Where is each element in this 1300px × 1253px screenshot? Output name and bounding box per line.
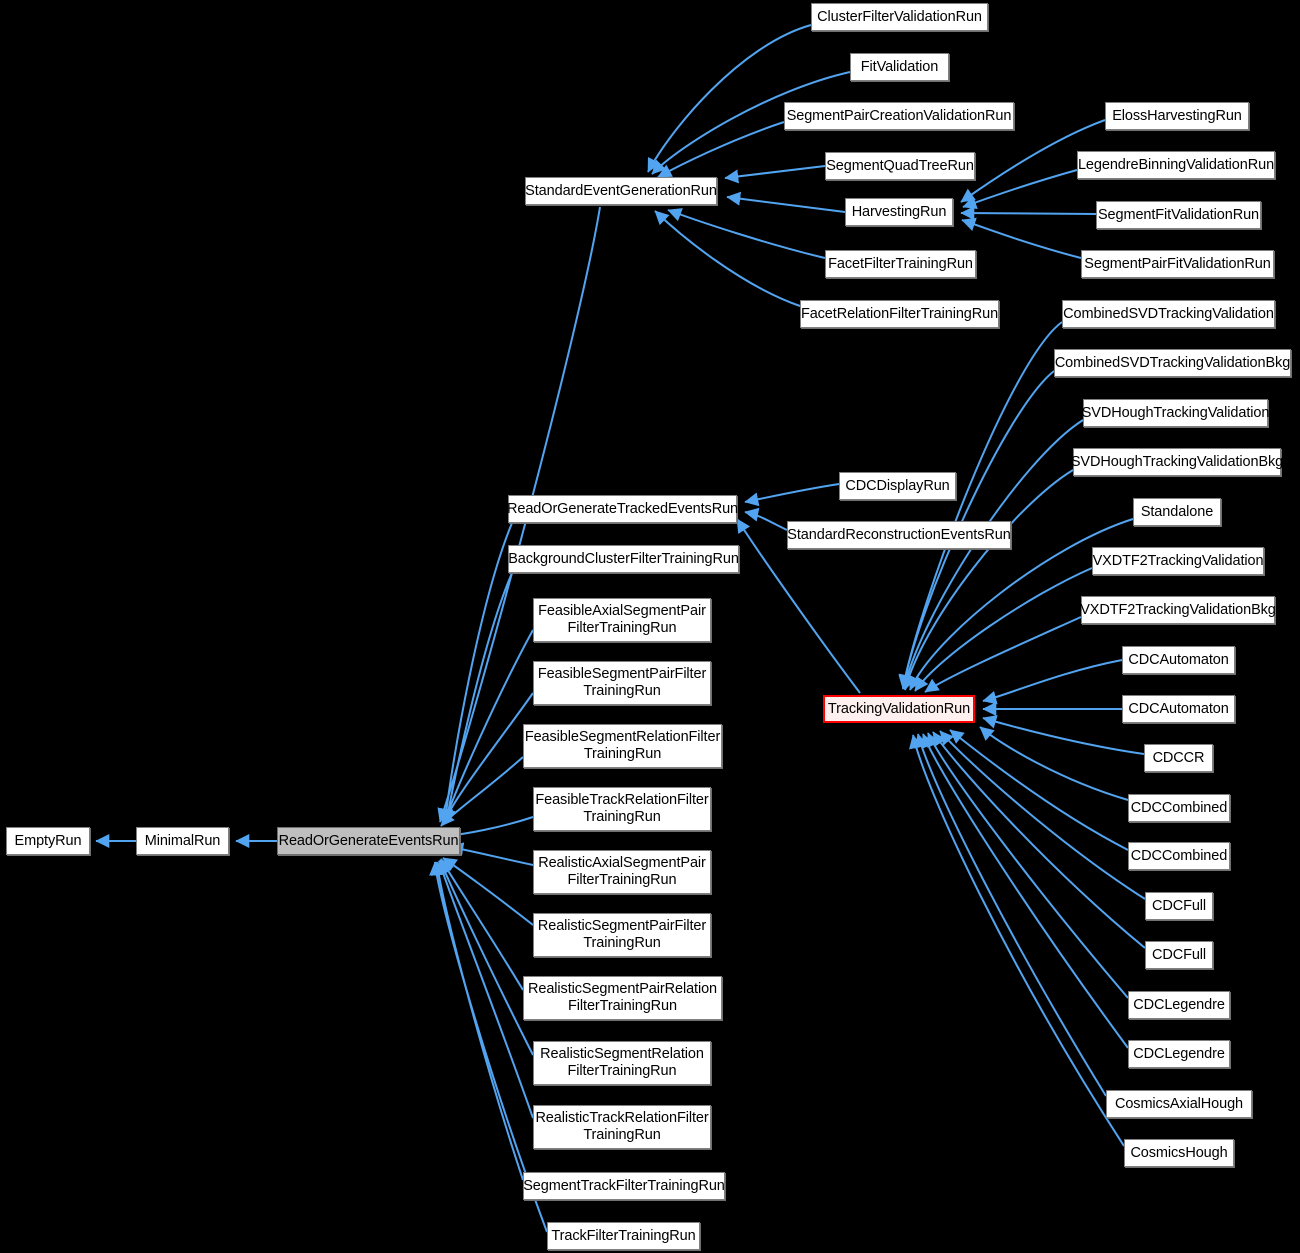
class-node-feasibleaxialsegmentpairfiltertrainingrun[interactable]: FeasibleAxialSegmentPair FilterTrainingR… xyxy=(533,598,711,642)
class-node-trackingvalidationrun[interactable]: TrackingValidationRun xyxy=(823,695,975,723)
edge-n31-to-n30 xyxy=(898,321,1063,689)
edge-n25-to-n2 xyxy=(440,858,524,991)
edge-n17-to-n15 xyxy=(744,507,788,531)
edge-n21-to-n2 xyxy=(440,756,524,827)
edge-n43-to-n30 xyxy=(939,730,1146,900)
class-node-segmentfitvalidationrun[interactable]: SegmentFitValidationRun xyxy=(1096,201,1261,229)
class-node-readorgeneratetrackedeventsrun[interactable]: ReadOrGenerateTrackedEventsRun xyxy=(507,495,738,523)
class-node-realisticsegmentpairfiltertrainingrun[interactable]: RealisticSegmentPairFilter TrainingRun xyxy=(533,913,711,957)
edge-n24-to-n2 xyxy=(442,857,534,926)
class-node-combinedsvdtrackingvalidation[interactable]: CombinedSVDTrackingValidation xyxy=(1062,300,1275,328)
class-node-cosmicshough[interactable]: CosmicsHough xyxy=(1124,1139,1234,1167)
class-node-cdcfull[interactable]: CDCFull xyxy=(1145,892,1213,920)
edge-n12-to-n8 xyxy=(962,169,1078,210)
class-node-segmenttrackfiltertrainingrun[interactable]: SegmentTrackFilterTrainingRun xyxy=(523,1172,725,1200)
edge-n45-to-n30 xyxy=(927,732,1129,999)
class-node-cdccr[interactable]: CDCCR xyxy=(1144,744,1213,772)
class-node-cdcautomaton[interactable]: CDCAutomaton xyxy=(1122,646,1235,674)
class-node-fitvalidation[interactable]: FitValidation xyxy=(850,53,949,81)
class-node-cdccombined[interactable]: CDCCombined xyxy=(1128,794,1230,822)
edge-n9-to-n3 xyxy=(667,208,826,259)
class-node-standalone[interactable]: Standalone xyxy=(1133,498,1221,526)
class-node-cdcautomaton[interactable]: CDCAutomaton xyxy=(1122,695,1235,723)
class-node-emptyrun[interactable]: EmptyRun xyxy=(6,827,90,855)
edge-n7-to-n3 xyxy=(724,165,826,184)
edge-n48-to-n30 xyxy=(909,734,1125,1147)
class-node-minimalrun[interactable]: MinimalRun xyxy=(136,827,229,855)
class-node-cdclegendre[interactable]: CDCLegendre xyxy=(1128,991,1230,1019)
edge-n26-to-n2 xyxy=(438,859,534,1056)
edge-n15-to-n2 xyxy=(439,522,513,823)
edge-n19-to-n2 xyxy=(441,629,534,825)
class-node-feasibletrackrelationfiltertrainingrun[interactable]: FeasibleTrackRelationFilter TrainingRun xyxy=(533,787,711,831)
class-node-standardeventgenerationrun[interactable]: StandardEventGenerationRun xyxy=(525,177,717,205)
class-node-feasiblesegmentpairfiltertrainingrun[interactable]: FeasibleSegmentPairFilter TrainingRun xyxy=(533,661,711,705)
edge-n27-to-n2 xyxy=(436,860,534,1119)
class-node-realisticsegmentpairrelationfiltertrainingrun[interactable]: RealisticSegmentPairRelation FilterTrain… xyxy=(523,976,722,1020)
class-node-svdhoughtrackingvalidation[interactable]: SVDHoughTrackingValidation xyxy=(1082,399,1269,427)
edge-n23-to-n2 xyxy=(449,842,534,866)
edge-n18-to-n2 xyxy=(441,572,513,824)
class-node-standardreconstructioneventsrun[interactable]: StandardReconstructionEventsRun xyxy=(787,521,1011,549)
class-node-legendrebinningvalidationrun[interactable]: LegendreBinningValidationRun xyxy=(1077,151,1275,179)
class-node-realistictrackrelationfiltertrainingrun[interactable]: RealisticTrackRelationFilter TrainingRun xyxy=(533,1105,711,1149)
class-node-readorgenerateeventsrun[interactable]: ReadOrGenerateEventsRun xyxy=(277,827,460,855)
class-node-realisticsegmentrelationfiltertrainingrun[interactable]: RealisticSegmentRelation FilterTrainingR… xyxy=(533,1041,711,1085)
edge-n46-to-n30 xyxy=(921,733,1129,1049)
class-node-facetfiltertrainingrun[interactable]: FacetFilterTrainingRun xyxy=(825,250,976,278)
class-node-segmentpairfitvalidationrun[interactable]: SegmentPairFitValidationRun xyxy=(1081,250,1274,278)
edge-n41-to-n30 xyxy=(979,726,1129,801)
class-node-cosmicsaxialhough[interactable]: CosmicsAxialHough xyxy=(1106,1090,1252,1118)
class-node-cdcdisplayrun[interactable]: CDCDisplayRun xyxy=(839,472,956,500)
edge-n38-to-n30 xyxy=(982,659,1123,705)
edge-n6-to-n3 xyxy=(657,121,785,178)
edge-n8-to-n3 xyxy=(726,191,846,213)
edge-n40-to-n30 xyxy=(982,715,1145,755)
edge-n42-to-n30 xyxy=(949,729,1129,851)
edge-n36-to-n30 xyxy=(914,567,1093,692)
class-node-trackfiltertrainingrun[interactable]: TrackFilterTrainingRun xyxy=(547,1222,700,1250)
edge-n16-to-n15 xyxy=(744,483,840,507)
class-node-segmentpaircreationvalidationrun[interactable]: SegmentPairCreationValidationRun xyxy=(784,102,1014,130)
edge-n28-to-n2 xyxy=(431,861,524,1181)
edge-n14-to-n8 xyxy=(961,217,1082,259)
edge-n4-to-n3 xyxy=(647,24,812,173)
class-node-facetrelationfiltertrainingrun[interactable]: FacetRelationFilterTrainingRun xyxy=(800,300,999,328)
class-node-cdclegendre[interactable]: CDCLegendre xyxy=(1128,1040,1230,1068)
edge-n10-to-n3 xyxy=(654,210,801,307)
class-node-cdcfull[interactable]: CDCFull xyxy=(1145,941,1213,969)
class-node-vxdtf2trackingvalidation[interactable]: VXDTF2TrackingValidation xyxy=(1092,547,1264,575)
edge-n33-to-n30 xyxy=(899,419,1084,690)
class-node-clusterfiltervalidationrun[interactable]: ClusterFilterValidationRun xyxy=(811,3,988,31)
class-node-harvestingrun[interactable]: HarvestingRun xyxy=(845,198,953,226)
class-node-backgroundclusterfiltertrainingrun[interactable]: BackgroundClusterFilterTrainingRun xyxy=(508,545,739,573)
class-node-cdccombined[interactable]: CDCCombined xyxy=(1128,842,1230,870)
edge-n47-to-n30 xyxy=(914,733,1107,1097)
edge-n37-to-n30 xyxy=(924,616,1082,693)
class-node-segmentquadtreerun[interactable]: SegmentQuadTreeRun xyxy=(825,152,975,180)
edge-n34-to-n30 xyxy=(901,469,1074,691)
edge-n13-to-n8 xyxy=(960,206,1097,221)
edge-n44-to-n30 xyxy=(932,731,1146,949)
class-node-svdhoughtrackingvalidationbkg[interactable]: SVDHoughTrackingValidationBkg xyxy=(1071,448,1283,476)
class-node-combinedsvdtrackingvalidationbkg[interactable]: CombinedSVDTrackingValidationBkg xyxy=(1054,349,1291,377)
class-node-elossharvestingrun[interactable]: ElossHarvestingRun xyxy=(1105,102,1249,130)
class-node-vxdtf2trackingvalidationbkg[interactable]: VXDTF2TrackingValidationBkg xyxy=(1080,596,1276,624)
class-node-feasiblesegmentrelationfiltertrainingrun[interactable]: FeasibleSegmentRelationFilter TrainingRu… xyxy=(523,724,722,768)
edge-n20-to-n2 xyxy=(440,692,534,826)
class-node-realisticaxialsegmentpairfiltertrainingrun[interactable]: RealisticAxialSegmentPair FilterTraining… xyxy=(533,850,711,894)
